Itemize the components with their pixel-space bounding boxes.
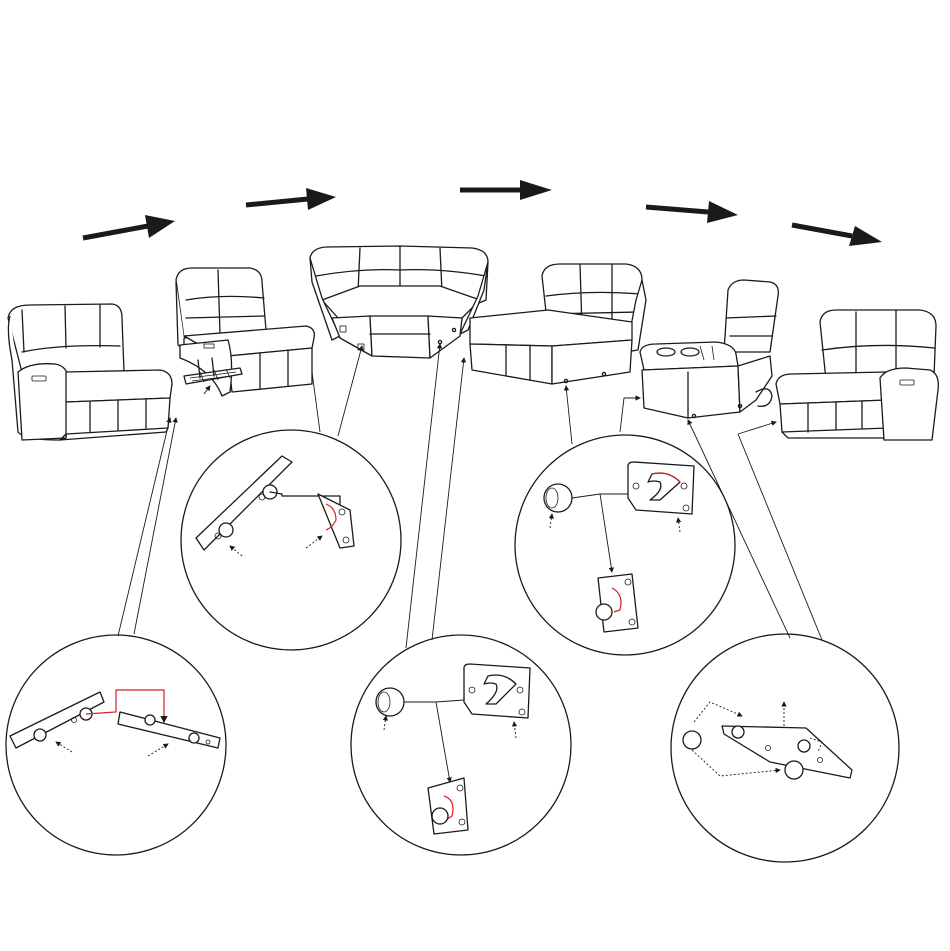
direction-arrow-5 — [792, 225, 882, 246]
direction-arrow-2 — [246, 188, 336, 210]
direction-arrow-1 — [83, 215, 175, 238]
bracket-detail-1 — [181, 430, 401, 650]
detail-circle-2 — [6, 635, 226, 855]
direction-arrow-3 — [460, 180, 552, 200]
module-left-arm-recliner — [8, 304, 172, 440]
bracket-detail-3 — [351, 635, 571, 855]
direction-arrows — [83, 180, 882, 246]
bracket-detail-2 — [6, 635, 226, 855]
bracket-detail-4 — [515, 435, 735, 655]
bracket-detail-5 — [671, 634, 899, 862]
module-armless-chair — [470, 264, 646, 384]
direction-arrow-4 — [646, 201, 738, 223]
module-armless-recliner — [176, 268, 314, 396]
module-console — [640, 280, 778, 418]
module-right-arm-recliner — [776, 310, 938, 440]
module-wedge-corner — [310, 246, 488, 358]
